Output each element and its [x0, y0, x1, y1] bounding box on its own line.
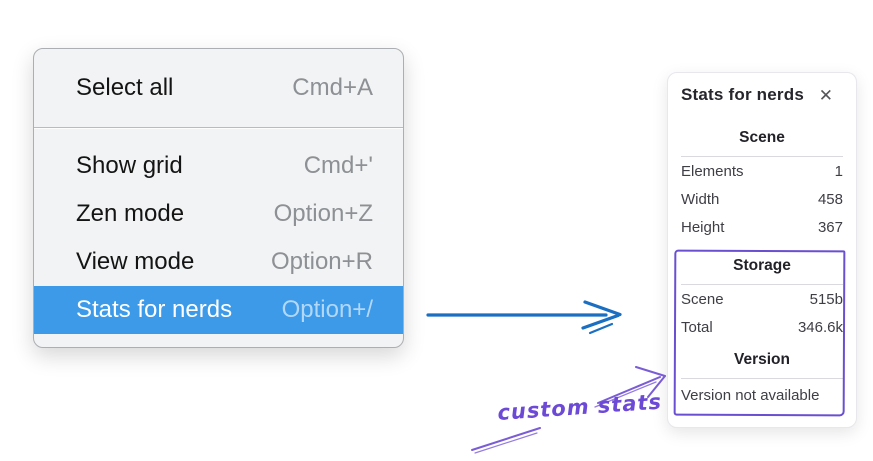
- close-icon[interactable]: ✕: [818, 85, 833, 105]
- stat-label: Total: [681, 318, 713, 336]
- menu-item-view-mode[interactable]: View mode Option+R: [34, 238, 403, 286]
- section-divider: [681, 378, 843, 379]
- stats-panel-title: Stats for nerds: [681, 85, 804, 104]
- menu-separator: [34, 127, 403, 129]
- stat-row-elements: Elements 1: [681, 157, 843, 185]
- stat-row-width: Width 458: [681, 185, 843, 213]
- section-divider: [681, 284, 843, 285]
- menu-item-label: Show grid: [76, 152, 183, 179]
- menu-item-select-all[interactable]: Select all Cmd+A: [34, 49, 403, 127]
- storage-section-header: Storage: [733, 257, 791, 274]
- menu-item-shortcut: Cmd+': [303, 152, 373, 179]
- stat-value: 458: [817, 190, 843, 208]
- annotation-label: custom stats: [497, 390, 663, 425]
- menu-item-zen-mode[interactable]: Zen mode Option+Z: [34, 190, 403, 238]
- version-section-header: Version: [734, 351, 790, 368]
- stat-value: 367: [817, 218, 843, 236]
- menu-item-shortcut: Option+Z: [273, 200, 373, 227]
- stats-panel: Stats for nerds ✕ Scene Elements 1 Width…: [667, 72, 857, 428]
- menu-item-label: Zen mode: [76, 200, 185, 227]
- stat-row-total-storage: Total 346.6k: [681, 313, 843, 341]
- section-divider: [681, 156, 843, 157]
- menu-item-stats-for-nerds[interactable]: Stats for nerds Option+/: [34, 286, 403, 334]
- menu-section: Show grid Cmd+' Zen mode Option+Z View m…: [34, 129, 403, 347]
- menu-item-shortcut: Option+/: [281, 296, 373, 323]
- flow-arrow: [426, 300, 622, 335]
- stat-value: 515b: [809, 290, 843, 308]
- version-note: Version not available: [681, 386, 820, 404]
- stats-panel-header: Stats for nerds ✕: [681, 85, 843, 105]
- menu-item-shortcut: Option+R: [270, 248, 373, 275]
- menu-item-label: Select all: [76, 74, 174, 101]
- stat-label: Height: [681, 218, 725, 236]
- menu-item-shortcut: Cmd+A: [292, 74, 373, 101]
- menu-item-label: View mode: [76, 248, 195, 275]
- stat-value: 346.6k: [797, 318, 843, 336]
- stat-row-height: Height 367: [681, 213, 843, 241]
- annotation-arrow: custom stats: [471, 366, 666, 454]
- stat-row-scene-storage: Scene 515b: [681, 285, 843, 313]
- scene-section-header: Scene: [739, 129, 785, 146]
- stat-value: 1: [834, 162, 843, 180]
- context-menu: Select all Cmd+A Show grid Cmd+' Zen mod…: [33, 48, 404, 348]
- menu-item-show-grid[interactable]: Show grid Cmd+': [34, 142, 403, 190]
- menu-item-label: Stats for nerds: [76, 296, 233, 323]
- stat-label: Scene: [681, 290, 724, 308]
- stat-label: Elements: [681, 162, 744, 180]
- stat-label: Width: [681, 190, 720, 208]
